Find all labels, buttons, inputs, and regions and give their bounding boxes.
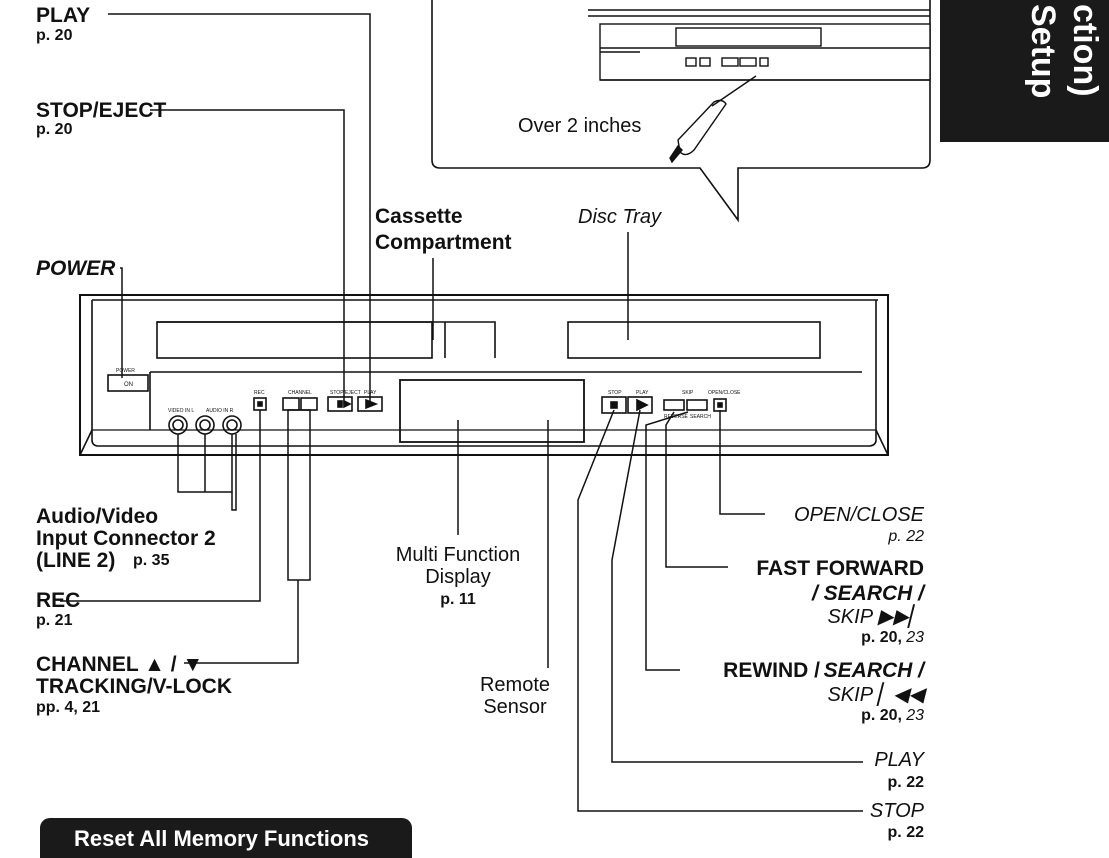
- label-fast-forward-line3: SKIP ▶▶▏: [827, 606, 924, 628]
- label-disc-tray: Disc Tray: [578, 206, 661, 228]
- leader-fast-forward: [665, 411, 728, 568]
- label-stop-dvd-page: p. 22: [887, 824, 924, 841]
- leader-rec: [60, 410, 261, 602]
- svg-text:PLAY: PLAY: [364, 390, 377, 396]
- label-stop-eject-page: p. 20: [36, 121, 73, 138]
- section-tab-line2: ction): [1066, 4, 1104, 97]
- callout-disc-card: [669, 75, 757, 164]
- label-av-input-line3: (LINE 2): [36, 549, 116, 572]
- label-rec: REC: [36, 589, 81, 612]
- leader-play-top: [108, 13, 371, 405]
- leader-lines: [60, 13, 863, 812]
- callout-box: [431, 0, 931, 223]
- leader-open-close: [719, 410, 765, 515]
- panel-print: POWER ON REC CHANNEL STOP/EJECT PLAY VID…: [116, 368, 741, 420]
- label-av-input-page: p. 35: [133, 552, 170, 569]
- svg-text:STOP: STOP: [608, 390, 622, 396]
- svg-text:PLAY: PLAY: [636, 390, 649, 396]
- svg-text:REC: REC: [254, 390, 265, 396]
- label-remote-sensor-line2: Sensor: [483, 696, 547, 718]
- label-open-close-page: p. 22: [888, 528, 924, 545]
- label-channel-line1: CHANNEL ▲ / ▼: [36, 653, 204, 676]
- label-channel-line2: TRACKING/V-LOCK: [36, 675, 232, 698]
- leader-stop-eject: [150, 109, 345, 405]
- label-play-dvd: PLAY: [874, 749, 924, 771]
- label-av-input-line1: Audio/Video: [36, 505, 159, 528]
- label-stop-eject: STOP/EJECT: [36, 99, 167, 122]
- label-rewind-page-a: p. 20,: [861, 707, 902, 724]
- label-rewind-page-b: 23: [906, 707, 924, 724]
- leader-channel-bracket: [287, 409, 311, 581]
- svg-text:VIDEO IN L: VIDEO IN L: [168, 408, 194, 414]
- leader-stop-dvd: [577, 409, 863, 812]
- label-remote-sensor-line1: Remote: [479, 674, 551, 696]
- svg-text:SKIP: SKIP: [682, 390, 694, 396]
- label-av-input-line2: Input Connector 2: [36, 527, 216, 550]
- label-rewind-line1a: REWIND /: [723, 659, 820, 682]
- label-power: POWER: [36, 257, 116, 280]
- label-play-top: PLAY: [36, 4, 91, 27]
- label-channel-page: pp. 4, 21: [36, 699, 101, 716]
- svg-text:CHANNEL: CHANNEL: [288, 390, 312, 396]
- section-tab-line1: Setup: [1024, 4, 1062, 99]
- label-play-top-page: p. 20: [36, 27, 73, 44]
- leader-channel: [184, 580, 299, 664]
- label-cassette-line2: Compartment: [375, 231, 512, 254]
- label-fast-forward-page-b: 23: [906, 629, 924, 646]
- label-stop-dvd: STOP: [869, 800, 924, 822]
- callout-unit-illustration: [588, 9, 931, 81]
- label-fast-forward-line2: / SEARCH /: [811, 582, 924, 605]
- section-tab: [940, 0, 1109, 142]
- label-multi-display-line2: Display: [425, 566, 491, 588]
- label-multi-display-line1: Multi Function: [395, 544, 521, 566]
- label-cassette-line1: Cassette: [375, 205, 463, 228]
- svg-text:STOP/EJECT: STOP/EJECT: [330, 390, 361, 396]
- svg-text:POWER: POWER: [116, 368, 135, 374]
- leader-play-dvd: [611, 409, 863, 763]
- label-rewind-line1b: SEARCH /: [823, 659, 924, 682]
- label-rewind-line2: SKIP ▏◀◀: [827, 684, 924, 706]
- label-play-dvd-page: p. 22: [887, 774, 924, 791]
- label-fast-forward-line1: FAST FORWARD: [756, 557, 924, 580]
- leader-rewind: [645, 411, 689, 671]
- label-rec-page: p. 21: [36, 612, 73, 629]
- label-open-close: OPEN/CLOSE: [793, 504, 924, 526]
- callout-distance-label: Over 2 inches: [518, 115, 642, 137]
- svg-text:SEARCH: SEARCH: [690, 414, 711, 420]
- svg-text:AUDIO IN R: AUDIO IN R: [206, 408, 234, 414]
- reset-memory-banner: Reset All Memory Functions: [40, 818, 412, 858]
- label-multi-display-page: p. 11: [440, 591, 476, 608]
- svg-text:OPEN/CLOSE: OPEN/CLOSE: [708, 390, 741, 396]
- label-fast-forward-page-a: p. 20,: [861, 629, 902, 646]
- svg-text:REVERSE: REVERSE: [664, 414, 689, 420]
- svg-text:ON: ON: [124, 382, 133, 388]
- leader-av-input-to-label: [231, 434, 237, 511]
- leader-power: [120, 267, 123, 378]
- unit-body: [79, 294, 889, 456]
